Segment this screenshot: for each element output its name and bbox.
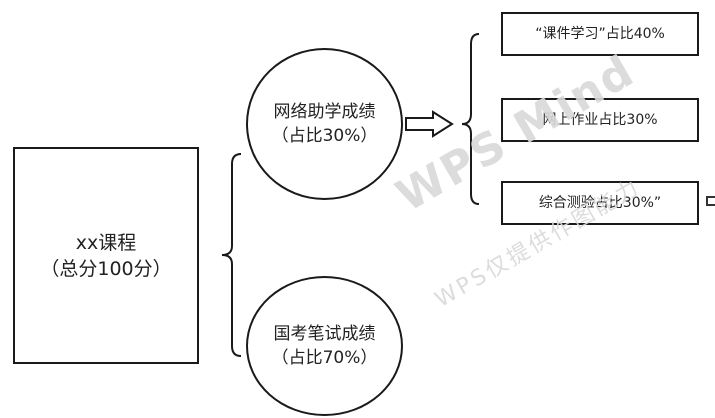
course-total-score: （总分100分）: [40, 257, 172, 280]
root-bracket: [221, 153, 242, 357]
leaf-node-test[interactable]: 综合测验占比30%”: [501, 181, 699, 225]
online-score-ratio: （占比30%）: [271, 126, 378, 146]
leaf-label: 网上作业占比30%: [542, 112, 658, 128]
leaf-label: 综合测验占比30%”: [538, 195, 662, 211]
leaf-node-courseware[interactable]: “课件学习”占比40%: [501, 12, 699, 56]
exam-score-ratio: （占比70%）: [271, 348, 378, 368]
online-score-title: 网络助学成绩: [273, 102, 376, 122]
offscreen-node-edge: [706, 196, 715, 206]
exam-score-node[interactable]: 国考笔试成绩 （占比70%）: [246, 276, 403, 416]
leaf-bracket: [461, 33, 480, 205]
leaf-node-homework[interactable]: 网上作业占比30%: [501, 98, 699, 142]
course-node[interactable]: xx课程 （总分100分）: [13, 147, 199, 364]
online-score-node[interactable]: 网络助学成绩 （占比30%）: [246, 48, 403, 200]
exam-score-title: 国考笔试成绩: [273, 324, 376, 344]
course-title: xx课程: [75, 231, 137, 254]
arrow-connector: [405, 110, 454, 138]
leaf-label: “课件学习”占比40%: [535, 26, 665, 42]
